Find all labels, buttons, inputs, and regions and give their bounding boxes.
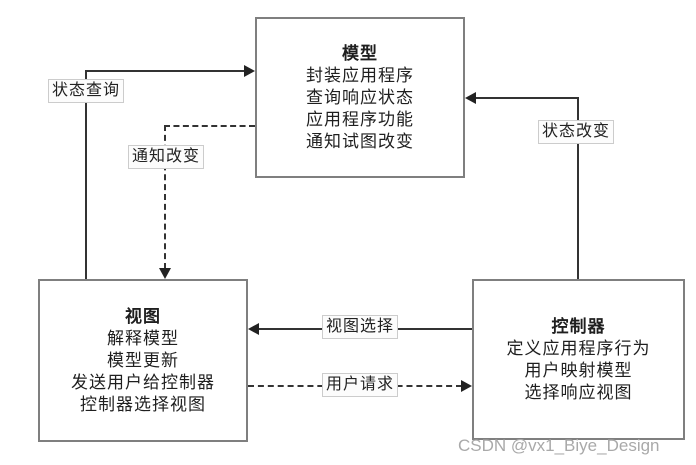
notify-change-hline <box>164 125 255 127</box>
notify-change-label: 通知改变 <box>128 145 205 169</box>
model-title: 模型 <box>342 43 378 65</box>
controller-title-text: 控制器 <box>551 316 606 336</box>
state-change-hline <box>475 97 579 99</box>
view-line: 模型更新 <box>107 350 179 370</box>
state-query-hline <box>85 70 245 72</box>
controller-line: 用户映射模型 <box>524 360 633 380</box>
view-line: 解释模型 <box>107 328 179 348</box>
state-change-vline <box>577 97 579 279</box>
model-line: 封装应用程序 <box>306 65 414 85</box>
user-request-arrowhead-icon <box>461 380 472 392</box>
model-title-text: 模型 <box>342 43 378 63</box>
view-box: 视图 解释模型 模型更新 发送用户给控制器 控制器选择视图 <box>38 279 248 442</box>
state-query-arrowhead-icon <box>244 65 255 77</box>
controller-line: 选择响应视图 <box>524 382 633 402</box>
model-box: 模型 封装应用程序 查询响应状态 应用程序功能 通知试图改变 <box>255 17 465 178</box>
controller-title: 控制器 <box>552 316 606 338</box>
state-change-label: 状态改变 <box>538 120 615 144</box>
csdn-watermark: CSDN @vx1_Biye_Design <box>458 436 660 455</box>
view-line: 控制器选择视图 <box>80 394 206 414</box>
view-title: 视图 <box>125 306 161 328</box>
user-request-label: 用户请求 <box>322 373 399 397</box>
state-query-label: 状态查询 <box>48 79 125 103</box>
view-line: 发送用户给控制器 <box>71 372 215 392</box>
model-line: 通知试图改变 <box>306 131 414 151</box>
view-select-label: 视图选择 <box>322 315 399 339</box>
view-select-arrowhead-icon <box>248 323 259 335</box>
model-line: 应用程序功能 <box>306 109 414 129</box>
state-change-arrowhead-icon <box>465 92 476 104</box>
view-title-text: 视图 <box>125 306 161 326</box>
controller-box: 控制器 定义应用程序行为 用户映射模型 选择响应视图 <box>472 279 685 440</box>
state-query-vline <box>85 70 87 279</box>
notify-change-arrowhead-icon <box>159 268 171 279</box>
model-line: 查询响应状态 <box>306 87 414 107</box>
controller-line: 定义应用程序行为 <box>506 338 651 358</box>
notify-change-vline <box>164 125 166 269</box>
